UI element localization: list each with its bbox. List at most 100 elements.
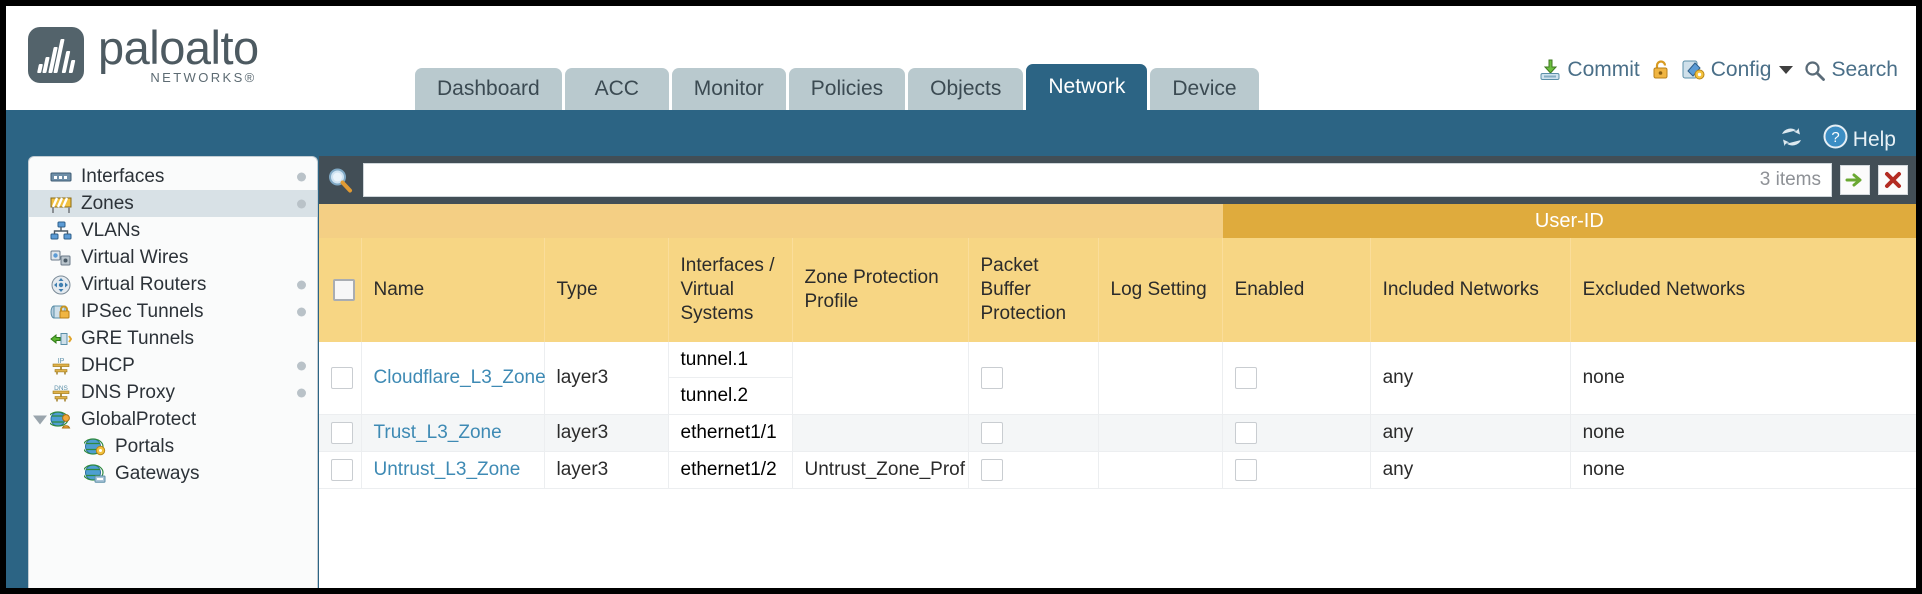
search-field-wrapper[interactable]: 3 items [363,163,1832,197]
cell-included-networks: any [1370,414,1571,452]
sidebar-item-ipsec-tunnels[interactable]: IPSec Tunnels [29,298,317,325]
empty-cell [1098,488,1223,588]
sidebar-item-portals[interactable]: Portals [29,433,317,460]
tab-policies[interactable]: Policies [788,68,906,110]
row-select-checkbox[interactable] [331,421,353,444]
column-header-included-networks[interactable]: Included Networks [1370,238,1571,342]
cell-log-setting [1098,414,1223,452]
lock-button[interactable] [1651,59,1671,81]
tab-network[interactable]: Network [1026,64,1148,110]
sidebar-item-gre-tunnels[interactable]: GRE Tunnels [29,325,317,352]
magnifier-icon[interactable] [325,165,355,195]
packet-buffer-protection-checkbox[interactable] [980,458,1003,481]
userid-enabled-checkbox[interactable] [1234,366,1257,389]
sidebar-item-indicator-dot[interactable] [297,388,306,397]
interface-entry: tunnel.2 [680,385,749,406]
vlans-icon [49,221,73,241]
sidebar-item-vlans[interactable]: VLANs [29,217,317,244]
cell-included-networks: any [1370,451,1571,489]
column-header-excluded-networks[interactable]: Excluded Networks [1570,238,1916,342]
cell-interfaces: ethernet1/2 [668,451,793,489]
row-select-checkbox[interactable] [331,366,353,389]
tab-dashboard[interactable]: Dashboard [415,68,562,110]
apply-filter-button[interactable] [1840,165,1870,195]
column-header-zone-protection-profile[interactable]: Zone Protection Profile [792,238,969,342]
search-toolbar: 3 items [319,156,1916,204]
empty-cell [544,488,668,588]
zones-table-body: Cloudflare_L3_Zone layer3 tunnel.1 tunnel.2… [319,342,1916,588]
tab-device[interactable]: Device [1150,68,1259,110]
sidebar-item-indicator-dot[interactable] [297,199,306,208]
packet-buffer-protection-checkbox[interactable] [980,421,1003,444]
cell-name: Trust_L3_Zone [361,414,545,452]
gateways-icon [83,463,107,484]
help-circle-icon: ? [1823,124,1848,155]
sidebar-item-indicator-dot[interactable] [297,361,306,370]
sidebar-item-label: IPSec Tunnels [81,300,204,322]
userid-enabled-checkbox[interactable] [1234,421,1257,444]
row-select-checkbox[interactable] [331,458,353,481]
help-link[interactable]: ? Help [1823,124,1896,155]
zone-name-link[interactable]: Cloudflare_L3_Zone [373,367,546,388]
refresh-icon[interactable] [1778,125,1805,154]
table-empty-space [319,488,1916,588]
sidebar-item-zones[interactable]: Zones [29,190,317,217]
zone-name-link[interactable]: Untrust_L3_Zone [373,459,521,480]
column-header-log-setting[interactable]: Log Setting [1098,238,1223,342]
sidebar-item-label: Gateways [115,462,200,484]
column-header-packet-buffer-protection[interactable]: Packet Buffer Protection [968,238,1099,342]
tab-monitor[interactable]: Monitor [671,68,786,110]
sidebar-item-label: Interfaces [81,165,165,187]
items-count: 3 items [1759,169,1821,190]
tab-objects[interactable]: Objects [908,68,1024,110]
search-input[interactable] [374,169,1752,191]
config-dropdown[interactable]: Config [1682,58,1794,82]
column-header-interfaces-virtual-systems[interactable]: Interfaces / Virtual Systems [668,238,793,342]
select-all-header-cell [319,238,362,342]
commit-icon [1539,59,1561,81]
zone-name-link[interactable]: Trust_L3_Zone [373,422,502,443]
help-label: Help [1852,127,1896,151]
cell-packet-buffer-protection [968,451,1099,489]
sidebar-item-indicator-dot[interactable] [297,307,306,316]
sidebar-item-virtual-routers[interactable]: Virtual Routers [29,271,317,298]
sidebar-item-gateways[interactable]: Gateways [29,460,317,487]
commit-button[interactable]: Commit [1539,58,1640,82]
empty-cell [1370,488,1571,588]
header-actions: Commit [1539,58,1898,82]
search-button[interactable]: Search [1804,58,1898,82]
cell-excluded-networks: none [1570,414,1916,452]
interface-entry: tunnel.1 [668,342,792,378]
sidebar-item-indicator-dot[interactable] [297,172,306,181]
sidebar-item-globalprotect[interactable]: GlobalProtect [29,406,317,433]
packet-buffer-protection-checkbox[interactable] [980,366,1003,389]
gre-tunnels-icon [49,329,73,349]
search-icon [1804,60,1826,81]
column-header-type[interactable]: Type [544,238,669,342]
column-header-enabled[interactable]: Enabled [1222,238,1371,342]
portals-icon [83,437,107,457]
cell-type: layer3 [544,451,669,489]
sidebar-item-interfaces[interactable]: Interfaces [29,163,317,190]
column-header-name[interactable]: Name [361,238,545,342]
sidebar-item-indicator-dot[interactable] [297,280,306,289]
empty-cell [792,488,968,588]
expander-triangle-icon[interactable] [33,415,47,424]
interfaces-icon [49,167,73,187]
select-all-checkbox[interactable] [333,278,355,301]
userid-enabled-checkbox[interactable] [1234,458,1257,481]
clear-filter-button[interactable] [1878,165,1908,195]
sidebar-item-virtual-wires[interactable]: Virtual Wires [29,244,317,271]
row-select-cell [319,342,362,415]
table-group-header-row: User-ID [319,204,1916,238]
tab-acc[interactable]: ACC [564,68,669,110]
